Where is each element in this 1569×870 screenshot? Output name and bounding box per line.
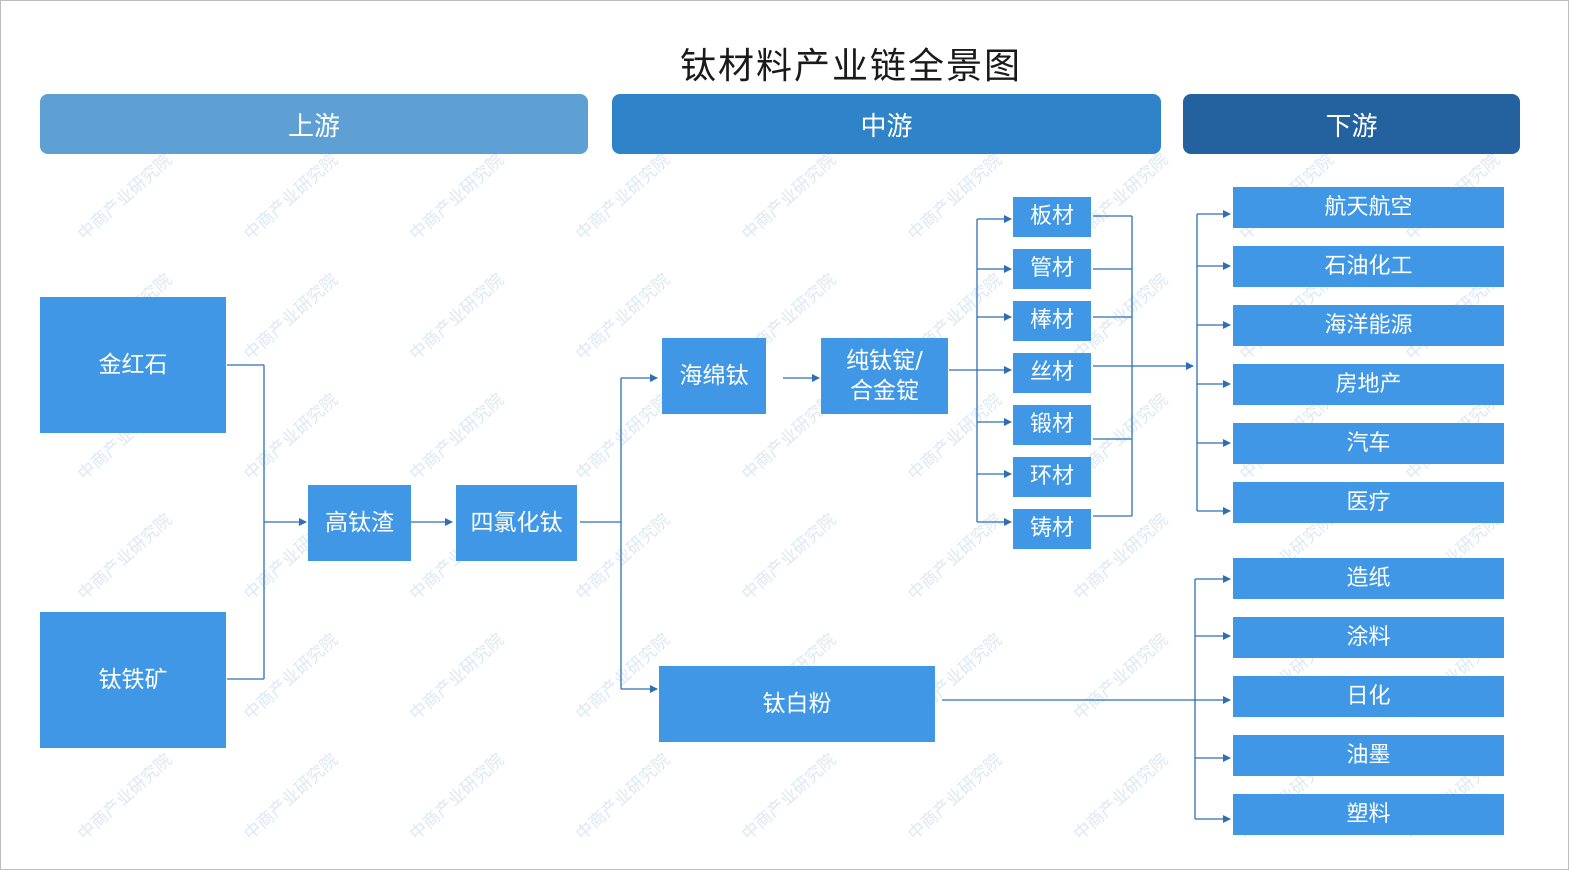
product-forging-box: 锻材 — [1013, 405, 1091, 445]
watermark-text: 中商产业研究院 — [572, 270, 675, 365]
titanium-dioxide-box: 钛白粉 — [659, 666, 935, 742]
product-plate-box: 板材 — [1013, 197, 1091, 237]
watermark-text: 中商产业研究院 — [738, 510, 841, 605]
watermark-text: 中商产业研究院 — [240, 750, 343, 845]
watermark-text: 中商产业研究院 — [904, 150, 1007, 245]
downstream-band: 下游 — [1183, 94, 1520, 154]
ingot-label-line1: 纯钛锭/ — [846, 348, 923, 374]
watermark-text: 中商产业研究院 — [406, 150, 509, 245]
product-tube-box: 管材 — [1013, 249, 1091, 289]
use-real-estate-box: 房地产 — [1233, 364, 1504, 405]
watermark-text: 中商产业研究院 — [1070, 750, 1173, 845]
ingot-box: 纯钛锭/ 合金锭 — [821, 338, 948, 414]
watermark-text: 中商产业研究院 — [240, 150, 343, 245]
watermark-text: 中商产业研究院 — [406, 390, 509, 485]
watermark-text: 中商产业研究院 — [572, 390, 675, 485]
watermark-text: 中商产业研究院 — [1070, 630, 1173, 725]
use-automotive-box: 汽车 — [1233, 423, 1504, 464]
product-bar-box: 棒材 — [1013, 301, 1091, 341]
product-ring-box: 环材 — [1013, 457, 1091, 497]
watermark-text: 中商产业研究院 — [904, 750, 1007, 845]
watermark-text: 中商产业研究院 — [738, 150, 841, 245]
page-title: 钛材料产业链全景图 — [679, 46, 1022, 87]
product-casting-box: 铸材 — [1013, 509, 1091, 549]
ingot-label-line2: 合金锭 — [850, 378, 919, 404]
watermark-text: 中商产业研究院 — [572, 750, 675, 845]
use-marine-energy-box: 海洋能源 — [1233, 305, 1504, 346]
watermark-text: 中商产业研究院 — [572, 510, 675, 605]
watermark-text: 中商产业研究院 — [240, 270, 343, 365]
product-wire-box: 丝材 — [1013, 353, 1091, 393]
watermark-text: 中商产业研究院 — [74, 750, 177, 845]
titanium-slag-box: 高钛渣 — [308, 485, 411, 561]
sponge-titanium-box: 海绵钛 — [662, 338, 766, 414]
use-medical-box: 医疗 — [1233, 482, 1504, 523]
midstream-band: 中游 — [612, 94, 1161, 154]
upstream-band: 上游 — [40, 94, 588, 154]
use-petrochemical-box: 石油化工 — [1233, 246, 1504, 287]
watermark-text: 中商产业研究院 — [406, 630, 509, 725]
watermark-text: 中商产业研究院 — [406, 750, 509, 845]
use-daily-chemical-box: 日化 — [1233, 676, 1504, 717]
watermark-text: 中商产业研究院 — [74, 510, 177, 605]
ilmenite-box: 钛铁矿 — [40, 612, 226, 748]
watermark-text: 中商产业研究院 — [572, 150, 675, 245]
use-plastic-box: 塑料 — [1233, 794, 1504, 835]
use-aerospace-box: 航天航空 — [1233, 187, 1504, 228]
use-paper-box: 造纸 — [1233, 558, 1504, 599]
watermark-text: 中商产业研究院 — [738, 750, 841, 845]
use-ink-box: 油墨 — [1233, 735, 1504, 776]
titanium-tetrachloride-box: 四氯化钛 — [456, 485, 577, 561]
watermark-text: 中商产业研究院 — [74, 150, 177, 245]
use-coating-box: 涂料 — [1233, 617, 1504, 658]
watermark-text: 中商产业研究院 — [240, 390, 343, 485]
watermark-text: 中商产业研究院 — [240, 630, 343, 725]
watermark-text: 中商产业研究院 — [406, 270, 509, 365]
rutile-box: 金红石 — [40, 297, 226, 433]
watermark-text: 中商产业研究院 — [904, 510, 1007, 605]
